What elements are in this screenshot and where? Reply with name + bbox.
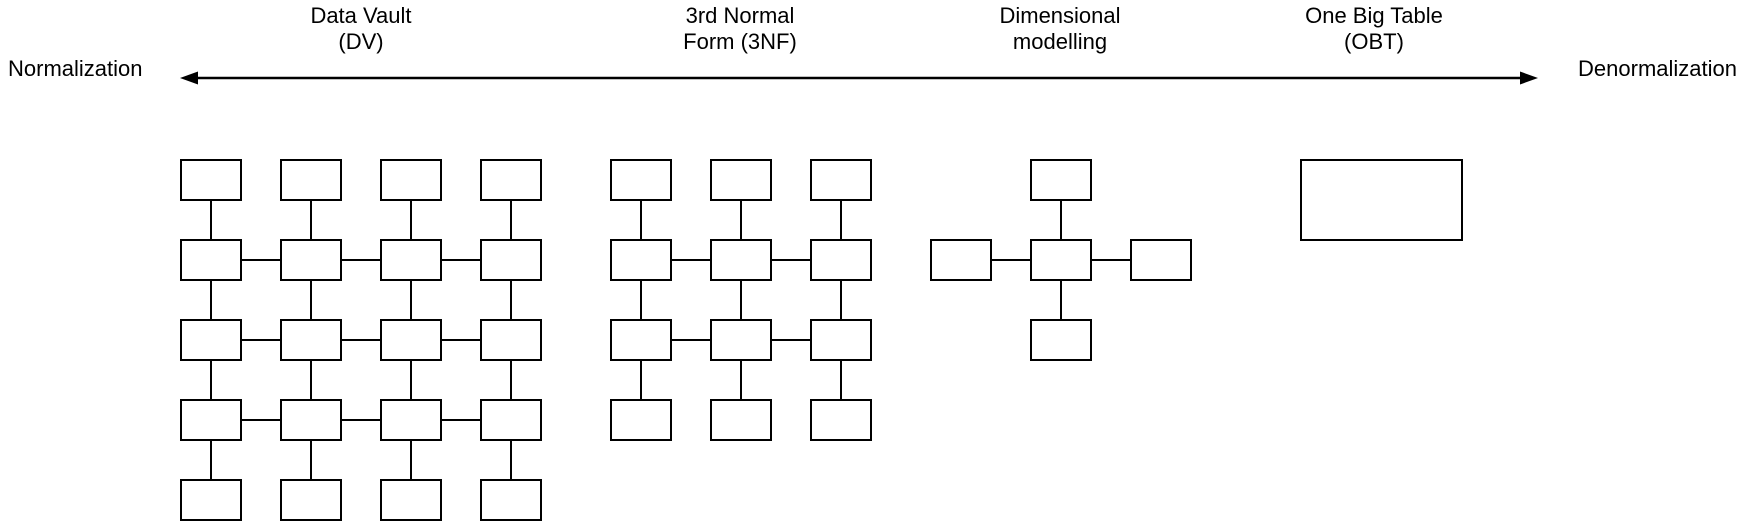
approach-name: One Big Table [1305, 3, 1443, 28]
schema-box [1030, 239, 1092, 281]
diagram-obt [1300, 159, 1463, 241]
schema-box [180, 479, 242, 521]
schema-box [380, 239, 442, 281]
approach-abbrev: Form (3NF) [683, 29, 797, 54]
schema-box [1030, 159, 1092, 201]
schema-box [810, 159, 872, 201]
schema-box [810, 319, 872, 361]
schema-box [710, 159, 772, 201]
schema-box [180, 319, 242, 361]
schema-box [1030, 319, 1092, 361]
approach-name: Data Vault [310, 3, 412, 28]
schema-box [610, 239, 672, 281]
axis-arrowhead-left [180, 71, 198, 85]
diagram-3nf [610, 159, 872, 441]
schema-box [480, 399, 542, 441]
schema-box [610, 159, 672, 201]
schema-box [1300, 159, 1463, 241]
schema-box [810, 399, 872, 441]
schema-box [610, 399, 672, 441]
schema-box [710, 239, 772, 281]
schema-box [280, 319, 342, 361]
schema-box [480, 159, 542, 201]
label-dimensional: Dimensional modelling [910, 3, 1210, 55]
schema-box [380, 479, 442, 521]
schema-box [280, 399, 342, 441]
label-data-vault: Data Vault (DV) [211, 3, 511, 55]
schema-box [280, 479, 342, 521]
schema-box [180, 159, 242, 201]
schema-box [380, 159, 442, 201]
schema-box [710, 399, 772, 441]
schema-box [380, 399, 442, 441]
axis-arrowhead-right [1520, 71, 1538, 85]
schema-box [930, 239, 992, 281]
schema-box [1130, 239, 1192, 281]
schema-box [480, 479, 542, 521]
axis-left-label: Normalization [8, 56, 143, 81]
schema-box [710, 319, 772, 361]
schema-box [280, 239, 342, 281]
axis-right-label: Denormalization [1578, 56, 1737, 81]
schema-box [280, 159, 342, 201]
diagram-data-vault [180, 159, 542, 521]
label-3nf: 3rd Normal Form (3NF) [590, 3, 890, 55]
label-obt: One Big Table (OBT) [1224, 3, 1524, 55]
approach-abbrev: (DV) [338, 29, 384, 54]
approach-abbrev: (OBT) [1344, 29, 1404, 54]
approach-name: Dimensional [999, 3, 1121, 28]
diagram-dimensional [930, 159, 1192, 361]
schema-box [610, 319, 672, 361]
approach-name: 3rd Normal [685, 3, 795, 28]
schema-box [810, 239, 872, 281]
schema-box [480, 239, 542, 281]
schema-box [480, 319, 542, 361]
schema-box [380, 319, 442, 361]
schema-box [180, 399, 242, 441]
axis-arrow [180, 71, 1538, 85]
schema-box [180, 239, 242, 281]
approach-abbrev: modelling [1012, 29, 1108, 54]
